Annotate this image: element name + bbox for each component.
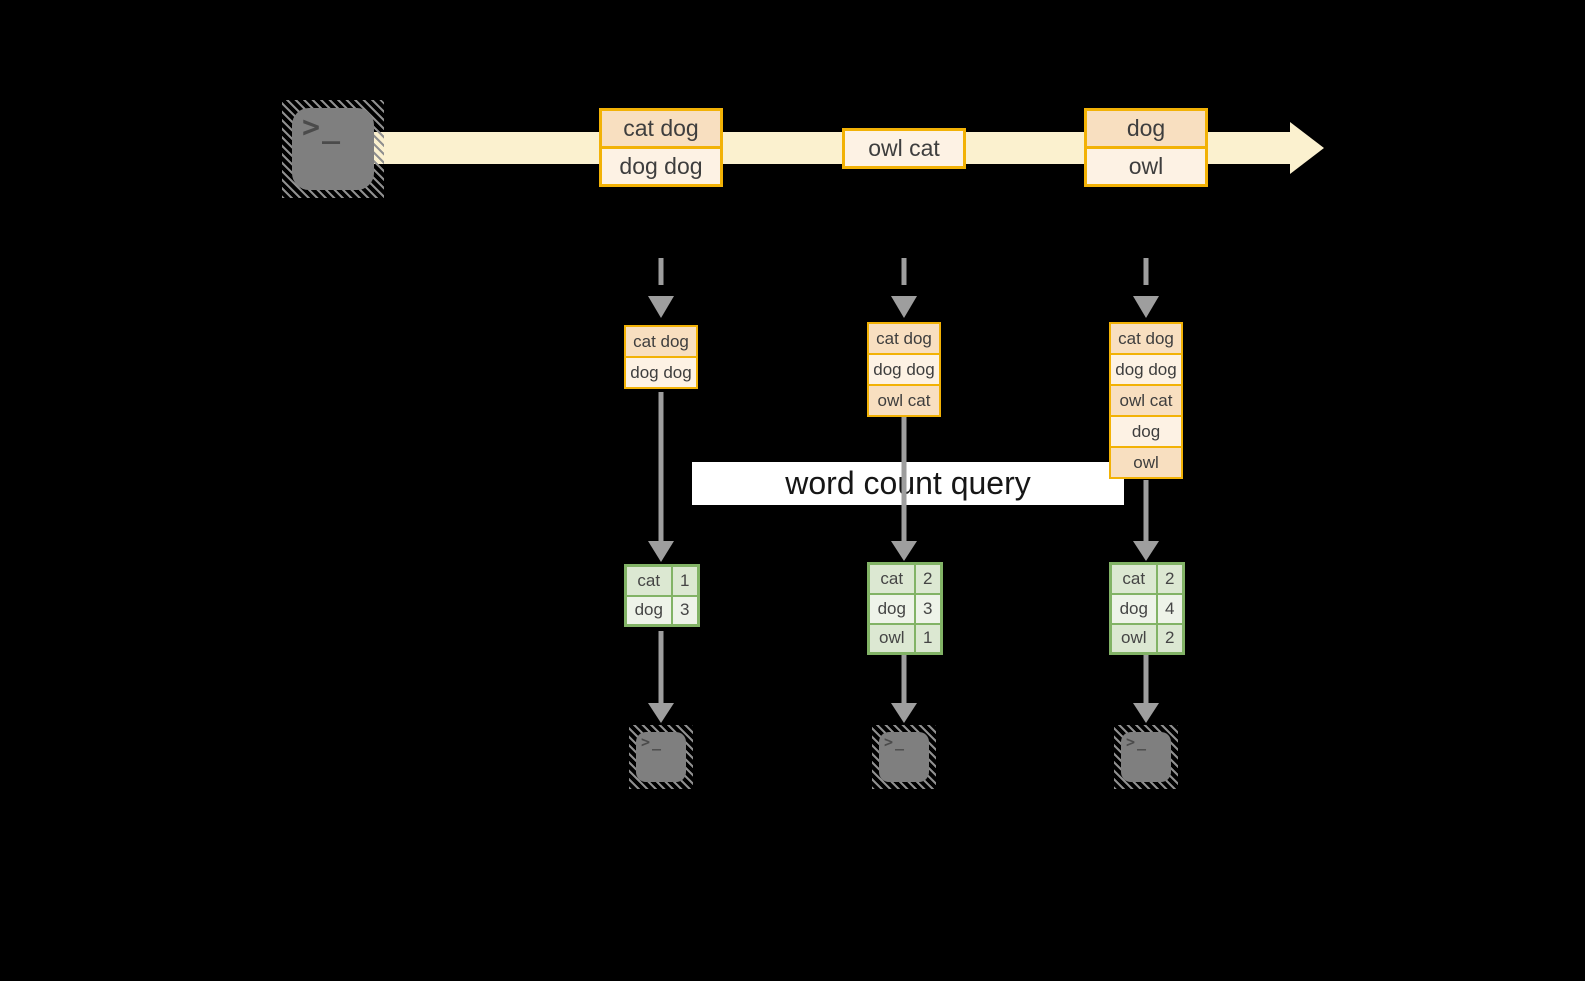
result-word-cell: owl [1109, 622, 1158, 655]
dashed-arrow-2 [891, 258, 917, 318]
result-row: dog 3 [624, 594, 700, 627]
state-stack-3: cat dog dog dog owl cat dog owl [1109, 322, 1183, 479]
state-stack-2: cat dog dog dog owl cat [867, 322, 941, 417]
terminal-screen: >_ [879, 732, 929, 782]
state-cell: cat dog [867, 322, 941, 355]
result-count-cell: 1 [670, 564, 700, 597]
result-word-cell: cat [624, 564, 673, 597]
result-row: cat 2 [1109, 562, 1185, 595]
stream-event-box-3: dog owl [1084, 108, 1208, 187]
output-terminal-icon-2: >_ [872, 725, 936, 789]
result-count-cell: 2 [1155, 562, 1185, 595]
output-arrow-1 [648, 631, 674, 723]
stream-event-cell: dog [1084, 108, 1208, 149]
result-row: cat 1 [624, 564, 700, 597]
query-arrow-3 [1133, 480, 1159, 561]
result-count-cell: 1 [913, 622, 943, 655]
stream-event-box-2: owl cat [842, 128, 966, 169]
stream-event-cell: cat dog [599, 108, 723, 149]
output-arrow-3 [1133, 655, 1159, 723]
dashed-arrow-3 [1133, 258, 1159, 318]
terminal-screen: >_ [636, 732, 686, 782]
result-word-cell: owl [867, 622, 916, 655]
terminal-screen: >_ [292, 108, 374, 190]
output-terminal-icon-3: >_ [1114, 725, 1178, 789]
query-arrow-1 [648, 392, 674, 562]
state-cell: dog dog [624, 356, 698, 389]
state-cell: dog dog [1109, 353, 1183, 386]
result-row: owl 2 [1109, 622, 1185, 655]
state-stack-1: cat dog dog dog [624, 325, 698, 389]
state-cell: dog dog [867, 353, 941, 386]
stream-event-cell: owl [1084, 146, 1208, 187]
result-count-cell: 2 [913, 562, 943, 595]
result-word-cell: dog [1109, 592, 1158, 625]
stream-event-cell: owl cat [842, 128, 966, 169]
result-count-cell: 3 [913, 592, 943, 625]
state-cell: cat dog [624, 325, 698, 358]
result-count-cell: 3 [670, 594, 700, 627]
terminal-screen: >_ [1121, 732, 1171, 782]
state-cell: cat dog [1109, 322, 1183, 355]
result-table-3: cat 2 dog 4 owl 2 [1109, 562, 1185, 655]
state-cell: dog [1109, 415, 1183, 448]
state-cell: owl cat [1109, 384, 1183, 417]
result-word-cell: dog [624, 594, 673, 627]
result-count-cell: 4 [1155, 592, 1185, 625]
state-cell: owl cat [867, 384, 941, 417]
output-terminal-icon-1: >_ [629, 725, 693, 789]
result-word-cell: cat [1109, 562, 1158, 595]
result-table-2: cat 2 dog 3 owl 1 [867, 562, 943, 655]
result-table-1: cat 1 dog 3 [624, 564, 700, 627]
output-arrow-2 [891, 655, 917, 723]
stream-event-cell: dog dog [599, 146, 723, 187]
state-cell: owl [1109, 446, 1183, 479]
dashed-arrow-1 [648, 258, 674, 318]
result-row: dog 4 [1109, 592, 1185, 625]
source-terminal-icon: >_ [282, 100, 384, 198]
result-word-cell: dog [867, 592, 916, 625]
terminal-prompt-glyph: >_ [302, 110, 343, 145]
result-count-cell: 2 [1155, 622, 1185, 655]
result-row: owl 1 [867, 622, 943, 655]
terminal-prompt-glyph: >_ [641, 733, 664, 751]
result-row: cat 2 [867, 562, 943, 595]
terminal-prompt-glyph: >_ [1126, 733, 1149, 751]
result-word-cell: cat [867, 562, 916, 595]
stream-event-box-1: cat dog dog dog [599, 108, 723, 187]
result-row: dog 3 [867, 592, 943, 625]
query-label: word count query [692, 462, 1124, 505]
terminal-prompt-glyph: >_ [884, 733, 907, 751]
